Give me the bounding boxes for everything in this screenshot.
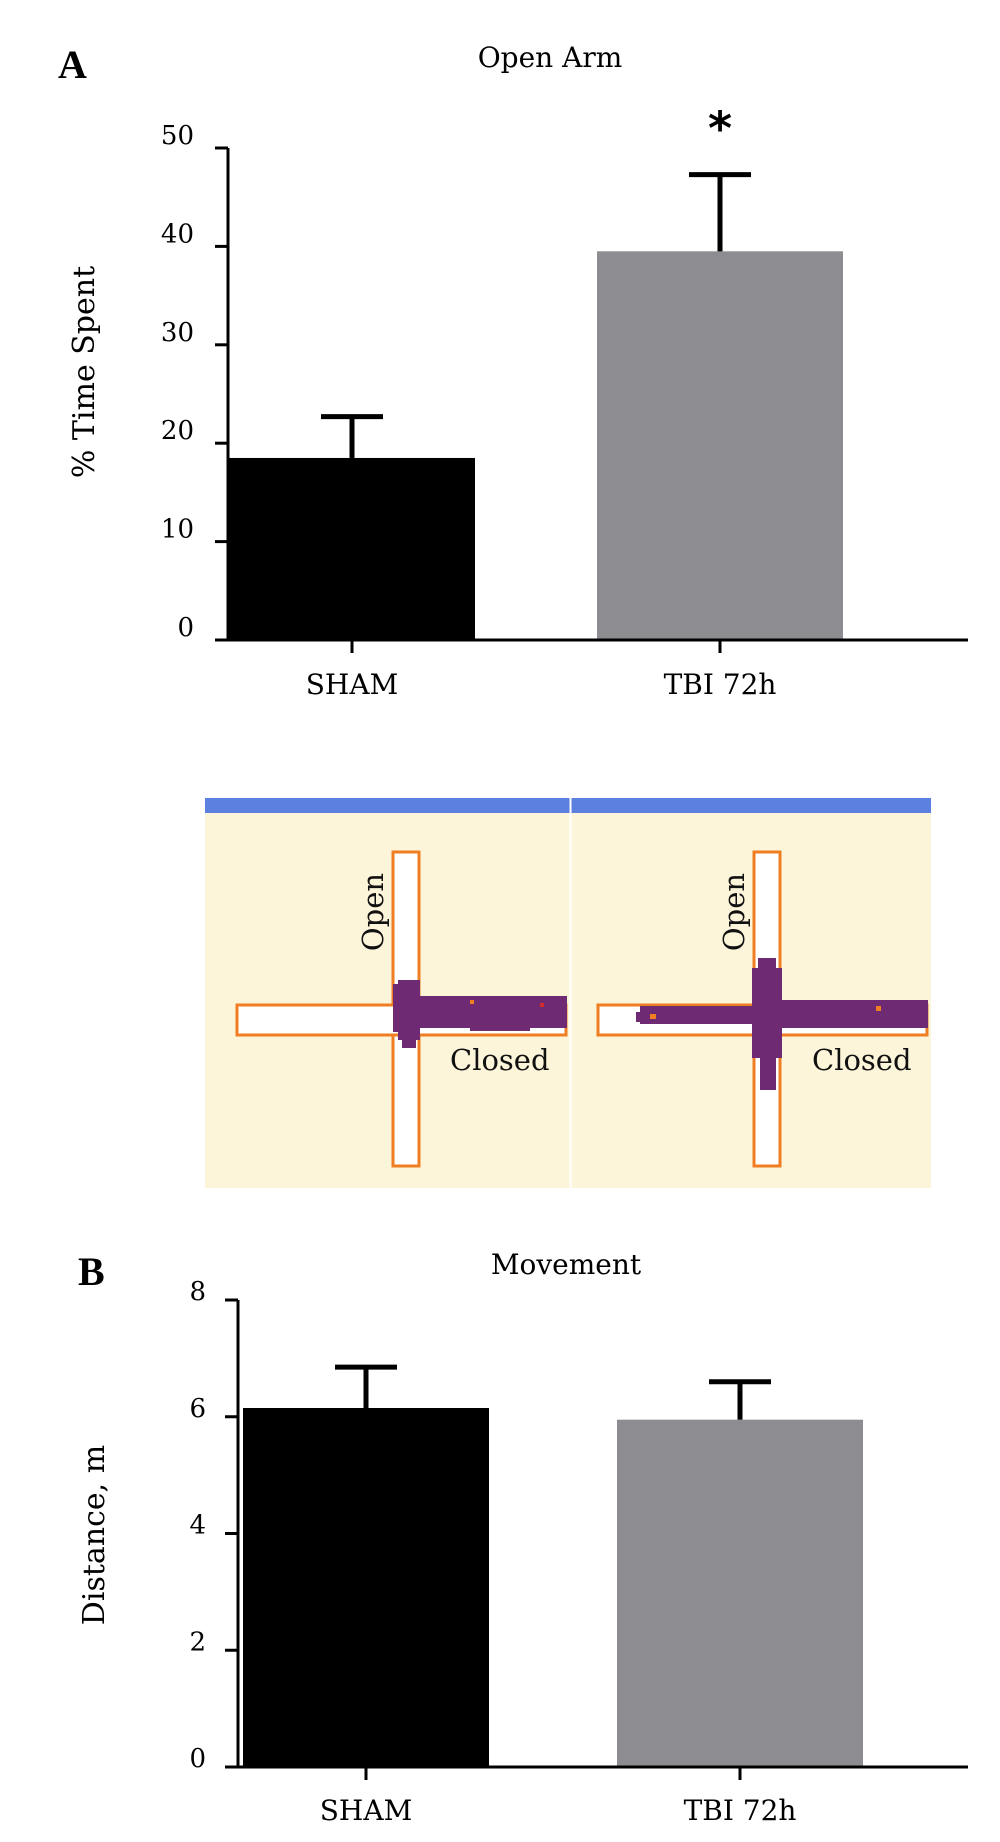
maze-right-header-bar <box>571 798 931 813</box>
a-y-tick-label: 50 <box>161 121 194 151</box>
maze-left-open-label: Open <box>356 873 390 951</box>
chart-b-error-bars <box>335 1364 771 1420</box>
chart-b-y-axis-label: Distance, m <box>77 1445 112 1625</box>
maze-left: Open Closed <box>235 850 568 1168</box>
a-y-tick-label: 40 <box>161 219 194 249</box>
chart-a-x-ticks: SHAM TBI 72h <box>306 640 777 701</box>
a-bar-1 <box>597 251 843 640</box>
maze-right-track <box>636 958 928 1090</box>
chart-a-bars <box>229 251 843 640</box>
a-bar-0 <box>229 457 475 640</box>
b-y-tick-label: 0 <box>189 1744 206 1774</box>
maze-right-closed-label: Closed <box>812 1043 912 1077</box>
b-y-tick-label: 6 <box>189 1394 206 1424</box>
maze-tracking-images: Open Closed Open Closed <box>205 798 931 1188</box>
maze-left-background <box>205 798 570 1188</box>
a-category-label-0: SHAM <box>306 668 399 701</box>
a-y-tick-label: 30 <box>161 318 194 348</box>
b-y-tick-label: 8 <box>189 1277 206 1307</box>
chart-a-title: Open Arm <box>478 41 623 74</box>
maze-left-closed-label: Closed <box>450 1043 550 1077</box>
maze-left-track <box>393 980 567 1048</box>
a-y-tick-label: 10 <box>161 515 194 545</box>
panel-letter-b: B <box>78 1249 105 1294</box>
chart-b-title: Movement <box>491 1248 642 1281</box>
chart-b-y-ticks: 0 2 4 6 8 <box>189 1277 238 1774</box>
chart-a-y-ticks: 0 10 20 30 40 50 <box>161 121 228 643</box>
a-significance-marker-1: * <box>708 102 732 156</box>
chart-a-significance: * <box>708 102 732 156</box>
b-bar-1 <box>617 1419 863 1767</box>
b-y-tick-label: 2 <box>189 1627 206 1657</box>
chart-b-x-ticks: SHAM TBI 72h <box>320 1767 797 1827</box>
chart-a-error-bars <box>321 172 751 458</box>
b-y-tick-label: 4 <box>189 1511 206 1541</box>
b-category-label-0: SHAM <box>320 1794 413 1827</box>
maze-right: Open Closed <box>596 850 929 1168</box>
a-y-tick-label: 0 <box>177 613 194 643</box>
chart-a-y-axis-label: % Time Spent <box>67 266 102 478</box>
a-category-label-1: TBI 72h <box>664 668 777 701</box>
b-category-label-1: TBI 72h <box>684 1794 797 1827</box>
maze-right-background <box>571 798 931 1188</box>
chart-movement: Movement Distance, m 0 2 4 6 8 SHAM TBI 72h <box>77 1248 968 1827</box>
b-bar-0 <box>243 1407 489 1767</box>
chart-b-bars <box>243 1407 863 1767</box>
panel-letter-a: A <box>58 42 87 87</box>
maze-left-header-bar <box>205 798 570 813</box>
chart-open-arm: Open Arm % Time Spent 0 10 20 30 40 50 SHAM TB… <box>67 41 968 701</box>
a-y-tick-label: 20 <box>161 416 194 446</box>
maze-right-open-label: Open <box>717 873 751 951</box>
